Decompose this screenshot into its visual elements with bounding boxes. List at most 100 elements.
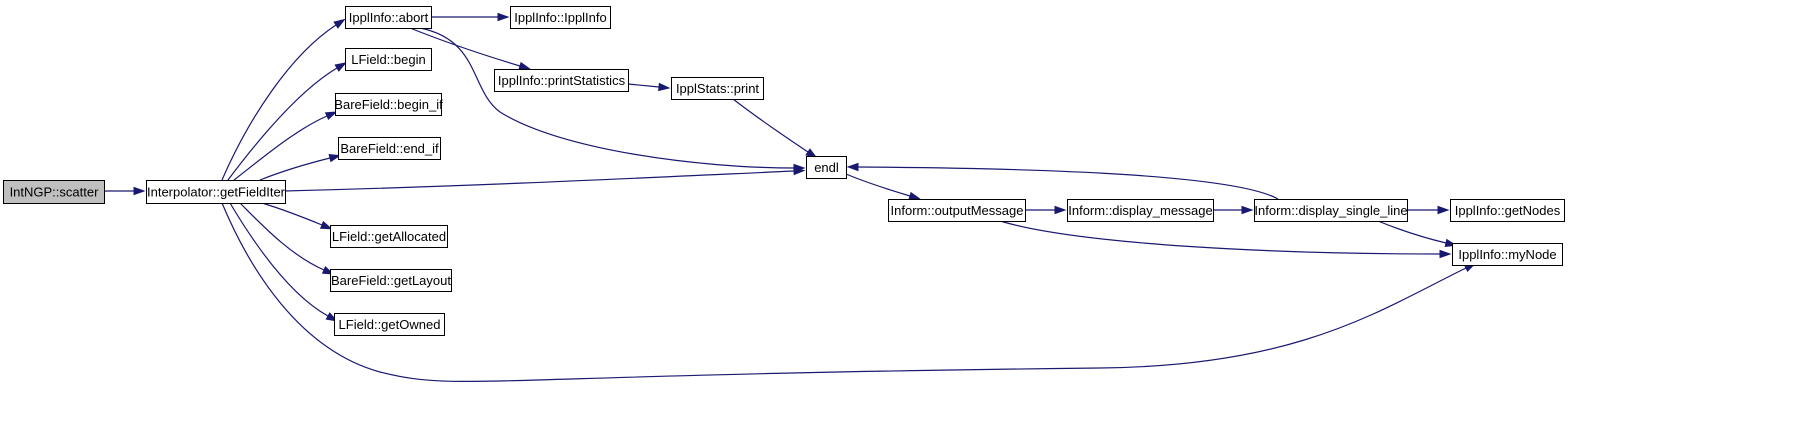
node-getAllocated[interactable]: LField::getAllocated xyxy=(330,225,448,248)
edge-arrowhead xyxy=(133,186,146,196)
node-label: LField::begin xyxy=(351,52,425,67)
node-label: Interpolator::getFieldIter xyxy=(147,185,286,200)
node-box[interactable] xyxy=(146,180,286,204)
edge-arrowhead xyxy=(319,220,333,230)
node-box[interactable] xyxy=(1254,199,1408,222)
node-box[interactable] xyxy=(671,77,764,100)
edge-arrowhead xyxy=(846,162,859,172)
node-label: Inform::display_single_line xyxy=(1254,203,1407,218)
edge-line xyxy=(227,67,338,181)
node-box[interactable] xyxy=(1450,199,1565,222)
node-getFieldIter[interactable]: Interpolator::getFieldIter xyxy=(146,180,286,204)
edge-arrowhead xyxy=(518,61,532,70)
node-box[interactable] xyxy=(334,313,445,336)
node-box[interactable] xyxy=(335,93,442,116)
edge-getFieldIter-to-getAllocated xyxy=(261,202,333,230)
edge-line xyxy=(857,166,1279,200)
node-outputMessage[interactable]: Inform::outputMessage xyxy=(888,199,1026,222)
node-label: IpplInfo::IpplInfo xyxy=(514,10,607,25)
edge-line xyxy=(1377,220,1447,244)
node-box[interactable] xyxy=(330,269,452,292)
node-endl[interactable]: endl xyxy=(806,156,847,179)
edge-line xyxy=(233,115,328,181)
edge-line xyxy=(239,202,325,271)
edge-getFieldIter-to-getLayout xyxy=(239,202,335,275)
edge-abort-to-endl xyxy=(419,27,806,173)
node-label: Inform::outputMessage xyxy=(891,203,1024,218)
edges-layer xyxy=(104,12,1477,383)
node-box[interactable] xyxy=(1452,243,1563,266)
edge-line xyxy=(627,83,660,88)
edge-abort-to-ipplinfo xyxy=(431,12,510,22)
node-box[interactable] xyxy=(345,6,432,29)
edge-getFieldIter-to-begin xyxy=(227,62,347,181)
node-box[interactable] xyxy=(1067,199,1214,222)
node-label: LField::getAllocated xyxy=(332,229,446,244)
node-label: BareField::begin_if xyxy=(334,97,443,112)
edge-arrowhead xyxy=(793,163,806,173)
node-end_if[interactable]: BareField::end_if xyxy=(338,137,441,160)
edge-getFieldIter-to-abort xyxy=(221,18,346,181)
edge-line xyxy=(229,202,329,317)
node-getNodes[interactable]: IpplInfo::getNodes xyxy=(1450,199,1565,222)
node-display_single_line[interactable]: Inform::display_single_line xyxy=(1254,199,1408,222)
edge-arrowhead xyxy=(1241,205,1254,215)
edge-arrowhead xyxy=(497,12,510,22)
edge-arrowhead xyxy=(334,62,347,72)
edge-arrowhead xyxy=(908,191,922,200)
edge-getFieldIter-to-endl xyxy=(284,166,806,192)
edge-statsprint-to-endl xyxy=(732,98,818,159)
edge-line xyxy=(845,173,911,197)
node-label: IpplInfo::myNode xyxy=(1458,247,1556,262)
edge-line xyxy=(261,202,323,226)
edge-display_message-to-display_single_line xyxy=(1213,205,1254,215)
node-label: endl xyxy=(814,160,839,175)
node-myNode[interactable]: IpplInfo::myNode xyxy=(1452,243,1563,266)
edge-arrowhead xyxy=(328,154,342,163)
node-box[interactable] xyxy=(3,180,105,204)
node-scatter[interactable]: IntNGP::scatter xyxy=(3,180,105,204)
edge-line xyxy=(221,24,337,181)
edge-arrowhead xyxy=(1437,205,1450,215)
edge-line xyxy=(259,157,331,181)
node-getLayout[interactable]: BareField::getLayout xyxy=(330,269,452,292)
node-display_message[interactable]: Inform::display_message xyxy=(1067,199,1214,222)
node-abort[interactable]: IpplInfo::abort xyxy=(345,6,432,29)
node-label: IpplInfo::getNodes xyxy=(1455,203,1561,218)
node-begin[interactable]: LField::begin xyxy=(345,48,432,71)
node-label: IpplInfo::printStatistics xyxy=(498,73,626,88)
edge-outputMessage-to-myNode xyxy=(999,220,1452,259)
edge-line xyxy=(419,27,795,169)
node-label: IntNGP::scatter xyxy=(10,185,100,200)
edge-getFieldIter-to-end_if xyxy=(259,154,342,181)
node-printStatistics[interactable]: IpplInfo::printStatistics xyxy=(494,69,629,92)
node-box[interactable] xyxy=(888,199,1026,222)
node-statsprint[interactable]: IpplStats::print xyxy=(671,77,764,100)
edge-line xyxy=(284,170,795,192)
edge-line xyxy=(999,220,1441,255)
node-label: BareField::getLayout xyxy=(331,273,451,288)
edge-arrowhead xyxy=(658,82,671,92)
node-ipplinfo[interactable]: IpplInfo::IpplInfo xyxy=(510,6,611,29)
edge-printStatistics-to-statsprint xyxy=(627,82,671,92)
node-label: IpplStats::print xyxy=(676,81,759,96)
node-box[interactable] xyxy=(338,137,441,160)
node-label: IpplInfo::abort xyxy=(349,10,429,25)
nodes-layer: IntNGP::scatter Interpolator::getFieldIte… xyxy=(3,6,1565,336)
node-label: LField::getOwned xyxy=(339,317,441,332)
node-begin_if[interactable]: BareField::begin_if xyxy=(334,93,443,116)
edge-display_single_line-to-endl xyxy=(846,162,1279,200)
edge-line xyxy=(732,98,809,153)
node-box[interactable] xyxy=(510,6,611,29)
node-getOwned[interactable]: LField::getOwned xyxy=(334,313,445,336)
edge-arrowhead xyxy=(333,18,346,29)
edge-scatter-to-getFieldIter xyxy=(104,186,146,196)
edge-getFieldIter-to-begin_if xyxy=(233,111,338,181)
node-box[interactable] xyxy=(330,225,448,248)
node-label: Inform::display_message xyxy=(1068,203,1213,218)
edge-line xyxy=(409,27,521,67)
node-box[interactable] xyxy=(345,48,432,71)
node-box[interactable] xyxy=(494,69,629,92)
edge-outputMessage-to-display_message xyxy=(1025,205,1067,215)
node-box[interactable] xyxy=(806,156,847,179)
